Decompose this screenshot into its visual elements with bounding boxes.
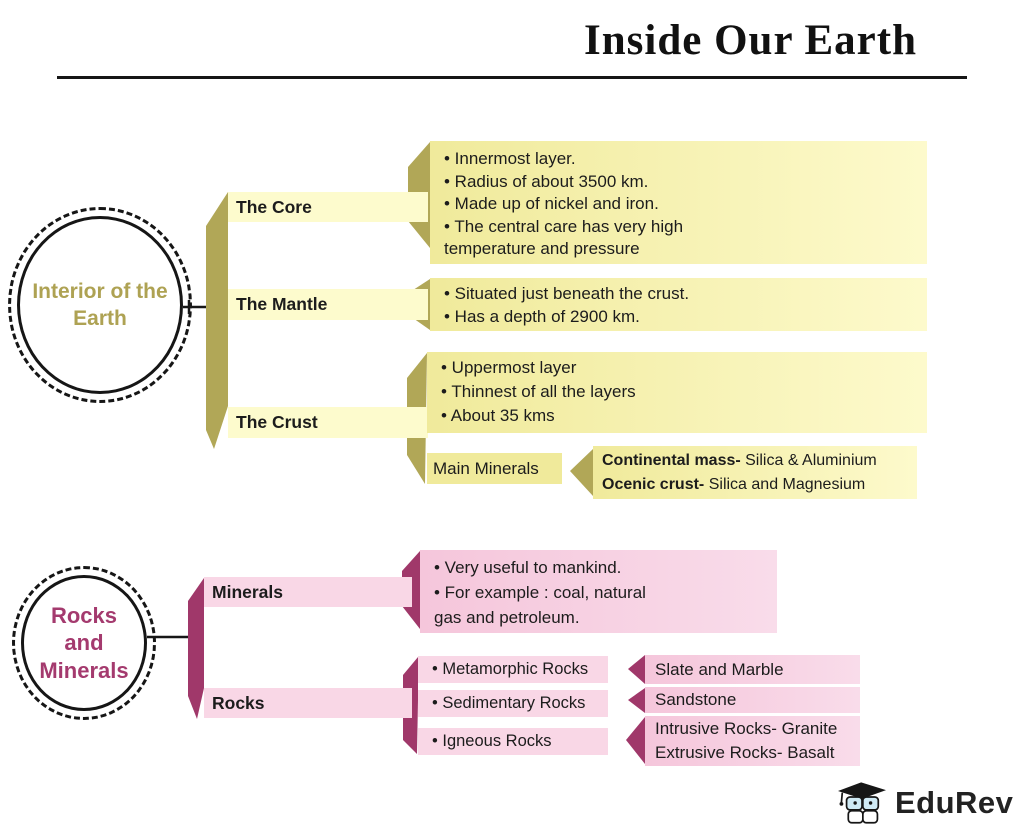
rock-type-igneous: • Igneous Rocks <box>418 728 608 755</box>
crust-details-box: • Uppermost layer • Thinnest of all the … <box>427 352 927 433</box>
metamorphic-examples-box: Slate and Marble <box>645 655 860 684</box>
continental-mass-value: Silica & Aluminium <box>740 451 877 469</box>
mantle-details-box: • Situated just beneath the crust. • Has… <box>430 278 927 331</box>
edurev-logo: EduRev <box>836 779 1013 827</box>
interior-earth-label: Interior of the Earth <box>32 279 168 330</box>
main-minerals-chevron-icon <box>570 449 593 496</box>
main-minerals-label: Main Minerals <box>427 453 562 484</box>
interior-earth-node: Interior of the Earth <box>8 207 192 403</box>
metamorphic-chevron-icon <box>628 655 645 684</box>
interior-bracket-shape <box>206 192 228 449</box>
minerals-details-box: • Very useful to mankind. • For example … <box>420 550 777 633</box>
rock-type-metamorphic: • Metamorphic Rocks <box>418 656 608 683</box>
branch-label-rocks: Rocks <box>204 688 412 718</box>
rock-type-sedimentary: • Sedimentary Rocks <box>418 690 608 717</box>
title-underline <box>57 76 967 79</box>
igneous-chevron-icon <box>626 717 645 764</box>
crust-minerals-box: Continental mass- Silica & Aluminium Oce… <box>593 446 917 499</box>
oceanic-crust-term: Ocenic crust- <box>602 475 705 493</box>
core-details-box: • Innermost layer. • Radius of about 350… <box>430 141 927 264</box>
interior-earth-node-inner: Interior of the Earth <box>17 216 183 394</box>
rocks-bracket-shape <box>188 578 204 719</box>
edurev-graduation-cap-icon <box>838 782 886 824</box>
sedimentary-chevron-icon <box>628 688 645 713</box>
rocks-minerals-node-inner: Rocks and Minerals <box>21 575 147 711</box>
page-title: Inside Our Earth <box>584 17 917 64</box>
sedimentary-examples-box: Sandstone <box>645 687 860 713</box>
rocks-minerals-node: Rocks and Minerals <box>12 566 156 720</box>
rocks-minerals-label: Rocks and Minerals <box>39 602 129 683</box>
oceanic-crust-value: Silica and Magnesium <box>704 475 866 493</box>
branch-label-minerals: Minerals <box>204 577 412 607</box>
continental-mass-term: Continental mass- <box>602 451 741 469</box>
edurev-wordmark: EduRev <box>895 785 1014 820</box>
branch-label-the-mantle: The Mantle <box>228 289 428 320</box>
continental-mass-line: Continental mass- Silica & Aluminium <box>602 449 917 473</box>
oceanic-crust-line: Ocenic crust- Silica and Magnesium <box>602 473 917 497</box>
branch-label-the-core: The Core <box>228 192 428 222</box>
branch-label-the-crust: The Crust <box>228 407 428 438</box>
igneous-examples-box: Intrusive Rocks- Granite Extrusive Rocks… <box>645 716 860 766</box>
